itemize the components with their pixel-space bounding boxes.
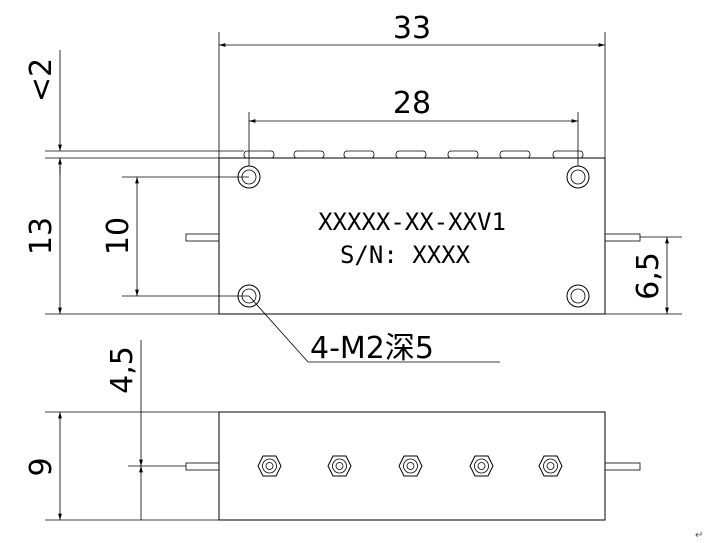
dim-overall-width-label: 33 [393,11,431,46]
pin [552,150,584,159]
connector-nut [327,455,352,477]
pin [343,150,375,159]
top-pin-row [243,150,584,159]
dim-hole-spacing: 28 [248,86,579,166]
mounting-holes [237,165,590,308]
dim-connector-offset-label: 6,5 [631,252,666,300]
hole-callout: 4-M2深5 [248,295,500,366]
hole-top-right [566,165,590,189]
model-label: XXXXX-XX-XXV1 [318,208,506,236]
connector-nut [398,455,423,477]
front-connectors [257,455,563,477]
hole-callout-label: 4-M2深5 [310,331,434,366]
dim-bottom-height-label: 9 [24,457,59,476]
pin [499,150,531,159]
dim-hole-vertical-label: 10 [101,217,136,255]
top-body-outline [218,157,606,315]
connector-nut [469,455,494,477]
left-side-pin [185,233,220,242]
paragraph-mark: ↵ [695,530,703,541]
dim-hole-vertical: 10 [101,176,249,297]
dim-bottom-offset: 4,5 [105,340,186,520]
front-right-pin [604,462,641,471]
front-view [185,411,641,521]
dim-bottom-height: 9 [24,411,219,521]
front-left-pin [185,462,220,471]
dim-height: 13 [24,157,219,315]
right-side-pin [604,233,641,242]
serial-label: S/N: XXXX [340,241,471,269]
pin [447,150,479,159]
dim-top-offset: <2 [24,50,244,175]
top-view: XXXXX-XX-XXV1 S/N: XXXX [185,150,641,315]
dim-connector-offset: 6,5 [605,236,682,315]
dim-hole-spacing-label: 28 [393,86,431,121]
dim-overall-width: 33 [218,11,606,158]
dim-top-offset-label: <2 [24,58,59,102]
dim-height-label: 13 [24,217,59,255]
pin [293,150,325,159]
connector-nut [257,455,282,477]
connector-nut [538,455,563,477]
dim-bottom-offset-label: 4,5 [105,346,140,394]
pin [395,150,427,159]
hole-bottom-right [566,284,590,308]
pin [243,150,275,159]
